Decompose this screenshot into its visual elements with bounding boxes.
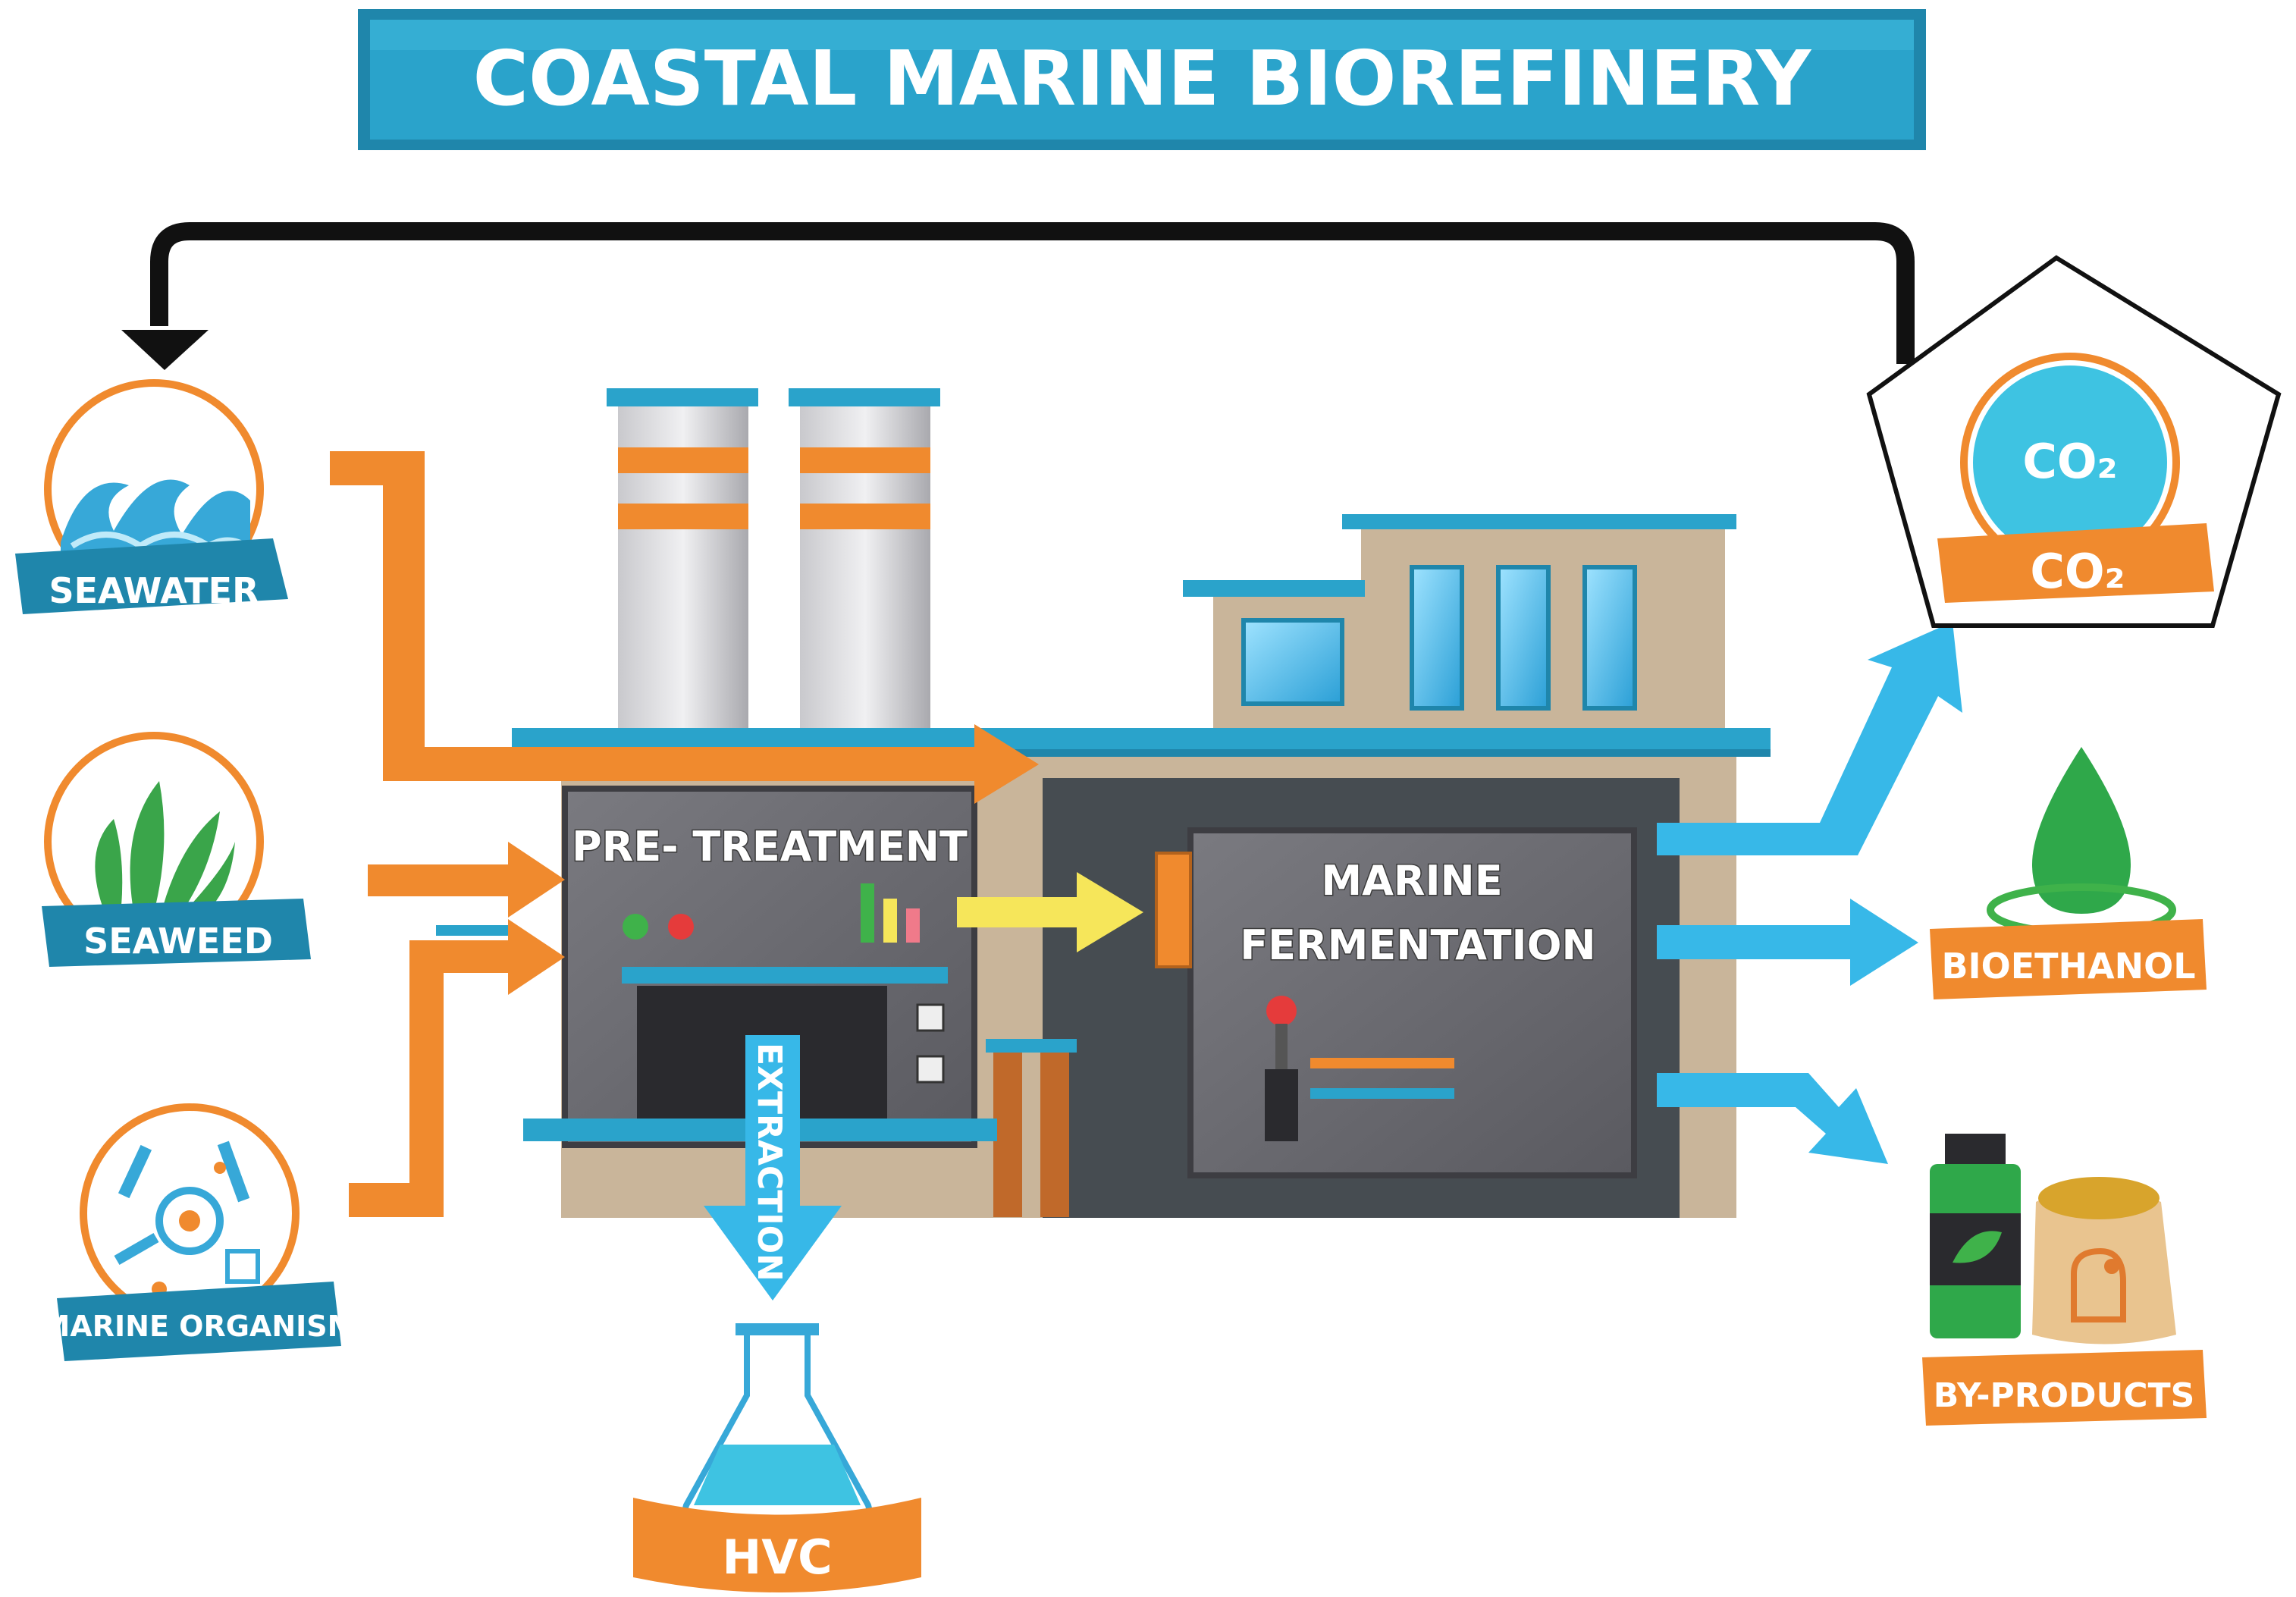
seaweed-icon <box>95 781 235 910</box>
co2-output: CO₂ CO₂ <box>1866 255 2282 628</box>
red-light-icon <box>668 914 694 940</box>
waves-icon <box>61 479 250 561</box>
co2-label: CO₂ <box>2030 544 2125 599</box>
co2-bubble-text: CO₂ <box>2022 434 2117 489</box>
byproducts-label: BY-PRODUCTS <box>1934 1376 2195 1415</box>
lever-knob-icon <box>1266 996 1297 1026</box>
recycle-arrowhead <box>121 330 209 370</box>
gauge-icon <box>916 1003 945 1084</box>
factory: PRE- TREATMENT MARINE FERMENTATION <box>436 388 1771 1218</box>
sack-icon <box>2032 1177 2176 1344</box>
hvc-output: HVC <box>633 1323 921 1592</box>
bioethanol-label: BIOETHANOL <box>1941 946 2195 987</box>
seawater-label: SEAWATER <box>49 570 259 611</box>
plankton-icon <box>114 1140 260 1297</box>
co2-recycle-arrow <box>150 222 1915 364</box>
seaweed-label: SEAWEED <box>83 921 273 962</box>
byproducts-output-arrow <box>1657 1073 1888 1164</box>
fermentation-label-line1: MARINE <box>1321 857 1502 905</box>
droplet-icon <box>2032 747 2131 914</box>
level-bar-green <box>861 883 874 943</box>
pretreatment-label: PRE- TREATMENT <box>572 823 968 871</box>
leaf-icon <box>1953 1231 2002 1263</box>
page-title: COASTAL MARINE BIOREFINERY <box>473 34 1812 123</box>
flask-icon <box>682 1323 873 1521</box>
level-bar-pink <box>906 908 920 943</box>
output-arrows <box>704 622 1962 1301</box>
bioethanol-output-arrow <box>1657 899 1918 986</box>
seawater-badge: SEAWATER <box>15 379 288 614</box>
seawater-arrow <box>330 451 1039 804</box>
extraction-label: EXTRACTION <box>750 1043 789 1282</box>
marine-organism-label: MARINE ORGANISM <box>42 1310 356 1343</box>
bottle-icon <box>1930 1134 2021 1338</box>
byproducts-output: BY-PRODUCTS <box>1922 1134 2207 1426</box>
input-arrows <box>330 451 1039 1217</box>
chimney-left <box>607 388 758 733</box>
fermentation-unit: MARINE FERMENTATION <box>1155 827 1637 1178</box>
pretreatment-to-fermentation-arrow <box>957 872 1143 952</box>
fermentation-label-line2: FERMENTATION <box>1240 921 1595 969</box>
title-banner: COASTAL MARINE BIOREFINERY <box>358 9 1926 150</box>
extraction-arrow <box>704 1035 842 1301</box>
level-bar-yellow <box>883 899 897 943</box>
marine-organism-arrow <box>349 919 565 1217</box>
seaweed-arrow <box>368 842 565 918</box>
marine-organism-badge: MARINE ORGANISM <box>42 1103 356 1361</box>
co2-output-arrow <box>1657 622 1962 855</box>
seaweed-badge: SEAWEED <box>42 732 311 967</box>
bioethanol-output: BIOETHANOL <box>1930 747 2207 999</box>
hvc-label: HVC <box>722 1530 832 1585</box>
chicken-icon <box>2071 1247 2126 1322</box>
green-light-icon <box>623 914 648 940</box>
chimney-right <box>789 388 940 733</box>
